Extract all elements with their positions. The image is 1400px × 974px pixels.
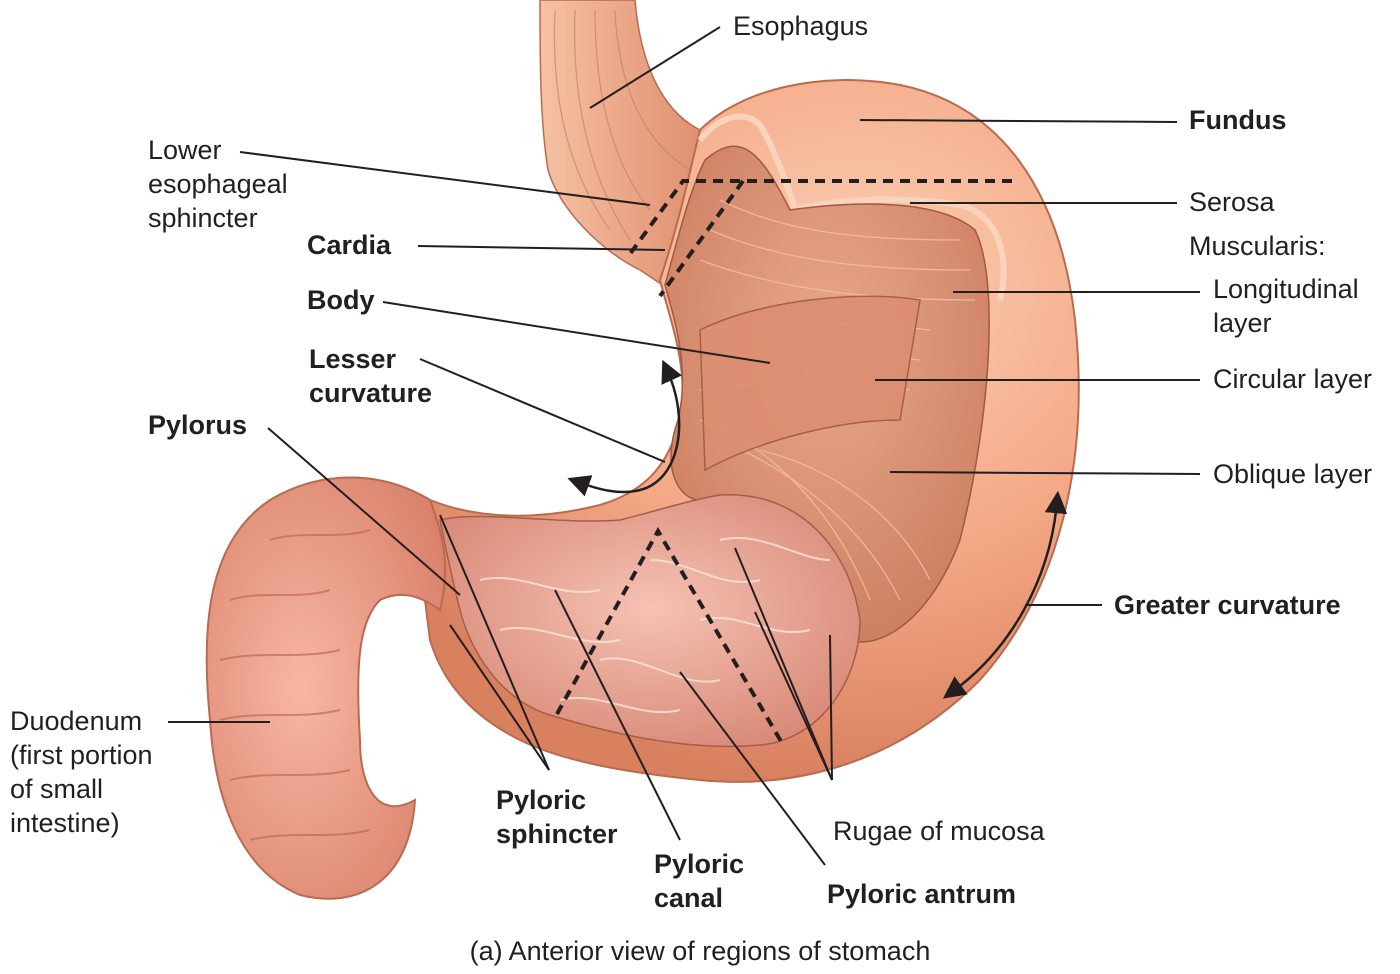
label-lesser-curvature: Lesser curvature <box>309 344 433 408</box>
duodenum <box>205 476 447 900</box>
region-dashed-lines <box>555 179 1012 745</box>
label-muscularis: Muscularis: <box>1189 231 1326 261</box>
label-serosa: Serosa <box>1189 187 1275 217</box>
duodenum-folds <box>219 529 371 841</box>
label-circular-layer: Circular layer <box>1213 364 1373 394</box>
mucosa-interior <box>439 494 861 748</box>
figure-caption: (a) Anterior view of regions of stomach <box>469 936 931 966</box>
label-esophagus: Esophagus <box>733 11 869 41</box>
label-longitudinal-layer: Longitudinal layer <box>1213 274 1359 338</box>
label-duodenum: Duodenum (first portion of small intesti… <box>10 706 153 838</box>
label-pyloric-antrum: Pyloric antrum <box>827 879 1017 909</box>
label-oblique-layer: Oblique layer <box>1213 459 1373 489</box>
label-greater-curvature: Greater curvature <box>1114 590 1341 620</box>
label-cardia: Cardia <box>307 230 392 260</box>
label-body: Body <box>307 285 375 315</box>
fundus-cut-edge <box>697 113 1007 301</box>
greater-curvature-arrow <box>942 490 1068 699</box>
label-fundus: Fundus <box>1189 105 1287 135</box>
label-pyloric-canal: Pyloric canal <box>654 849 745 913</box>
label-rugae-of-mucosa: Rugae of mucosa <box>833 816 1045 846</box>
rugae-folds <box>479 537 831 714</box>
esophagus-fibers <box>553 9 691 241</box>
label-lower-esophageal-sphincter: Lower esophageal sphincter <box>148 135 288 233</box>
leader-lines <box>168 26 1201 866</box>
label-pylorus: Pylorus <box>148 410 248 440</box>
lesser-curvature-arrow <box>567 359 682 497</box>
circular-layer-flap <box>699 295 921 472</box>
label-pyloric-sphincter: Pyloric sphincter <box>496 785 618 849</box>
